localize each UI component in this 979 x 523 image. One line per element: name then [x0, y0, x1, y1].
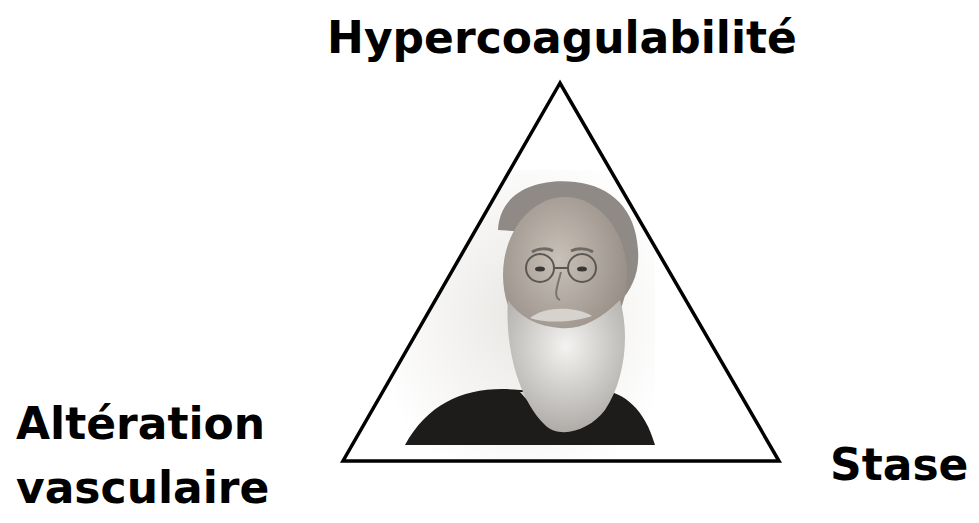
eyebrow [532, 249, 553, 252]
moustache [530, 309, 592, 322]
eye [577, 267, 587, 272]
nose [556, 272, 561, 300]
glasses-lens [568, 254, 596, 282]
vertex-label: Hypercoagulabilité [327, 6, 797, 70]
vertex-label: Stase [830, 433, 968, 497]
portrait [395, 170, 655, 460]
portrait-background [395, 170, 655, 460]
glasses-bridge [554, 267, 568, 269]
triad-triangle [343, 83, 779, 461]
beard [507, 300, 625, 432]
glasses-lens [526, 254, 554, 282]
vertex-label: Altération vasculaire [16, 392, 336, 520]
eye [535, 267, 545, 272]
eyebrow [571, 249, 593, 252]
